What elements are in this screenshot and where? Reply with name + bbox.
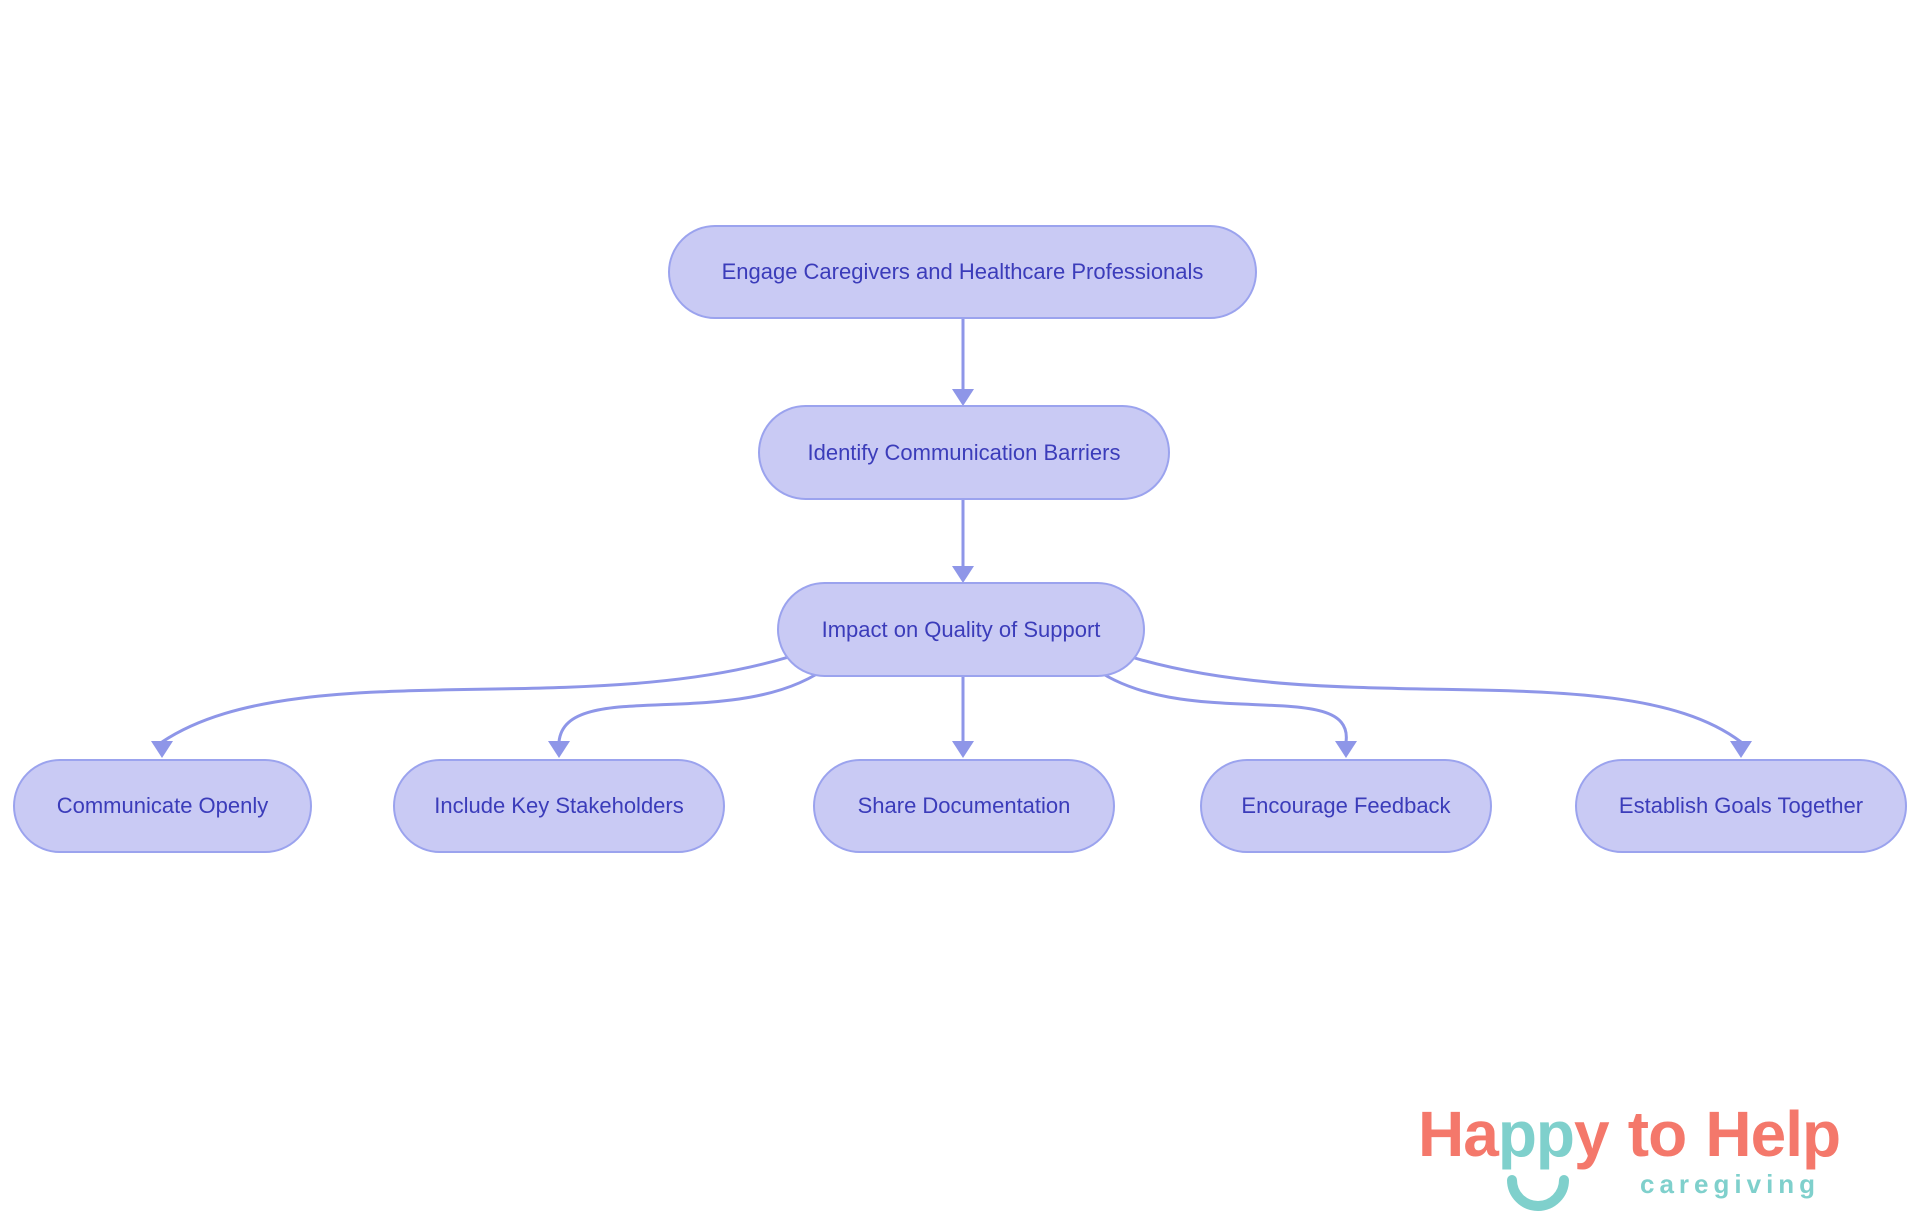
edge-impact-to-feedback <box>1089 663 1348 743</box>
arrowhead-icon <box>952 389 974 406</box>
node-encourage-feedback: Encourage Feedback <box>1200 759 1492 853</box>
edge-impact-to-communicate <box>161 648 811 744</box>
node-label: Establish Goals Together <box>1618 793 1864 818</box>
arrowhead-icon <box>151 741 173 758</box>
edge-impact-to-goals <box>1109 648 1742 744</box>
arrowhead-icon <box>1335 741 1357 758</box>
node-establish-goals-together: Establish Goals Together <box>1575 759 1907 853</box>
node-share-documentation: Share Documentation <box>813 759 1115 853</box>
node-communicate-openly: Communicate Openly <box>13 759 312 853</box>
node-label: Impact on Quality of Support <box>821 616 1101 642</box>
node-include-key-stakeholders: Include Key Stakeholders <box>393 759 725 853</box>
arrowhead-icon <box>1730 741 1752 758</box>
arrowhead-icon <box>548 741 570 758</box>
edge-impact-to-stakeholders <box>557 663 831 743</box>
node-label: Communicate Openly <box>56 793 269 818</box>
arrowhead-icon <box>952 741 974 758</box>
arrowhead-icon <box>952 566 974 583</box>
node-label: Share Documentation <box>857 793 1071 818</box>
node-impact-on-quality-of-support: Impact on Quality of Support <box>777 582 1145 677</box>
node-label: Encourage Feedback <box>1241 793 1451 818</box>
node-identify-communication-barriers: Identify Communication Barriers <box>758 405 1170 500</box>
node-label: Engage Caregivers and Healthcare Profess… <box>721 259 1204 284</box>
node-label: Include Key Stakeholders <box>434 793 684 818</box>
node-label: Identify Communication Barriers <box>807 439 1121 465</box>
node-engage-caregivers: Engage Caregivers and Healthcare Profess… <box>668 225 1257 319</box>
